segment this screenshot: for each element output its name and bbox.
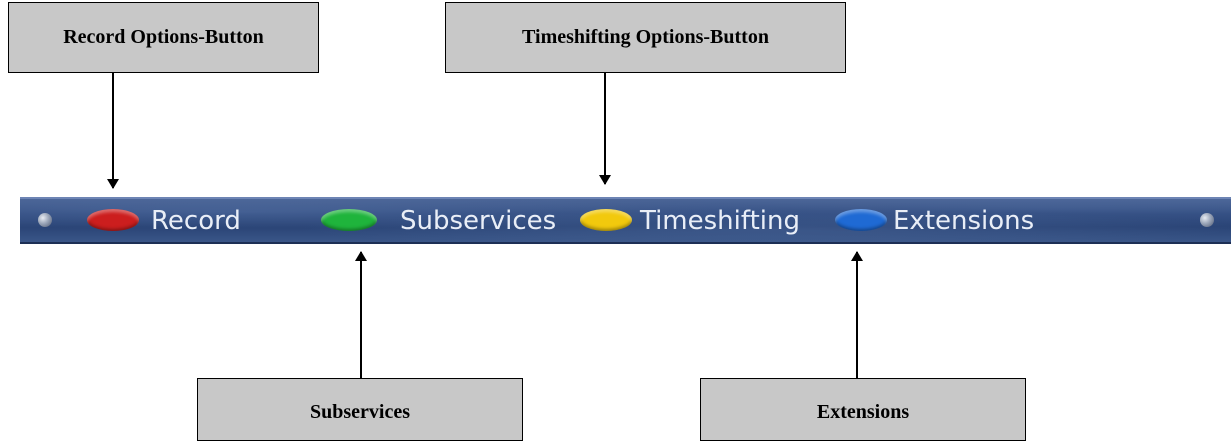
green-button-icon[interactable] (321, 209, 377, 231)
callout-record-options-label: Record Options-Button (63, 26, 264, 48)
callout-extensions: Extensions (700, 378, 1026, 441)
callout-extensions-label: Extensions (816, 401, 910, 423)
callout-subservices-label: Subservices (310, 401, 410, 423)
yellow-button-icon[interactable] (580, 209, 632, 231)
screw-icon (1200, 213, 1214, 227)
callout-timeshifting-options: Timeshifting Options-Button (445, 2, 846, 73)
timeshifting-label[interactable]: Timeshifting (640, 206, 800, 236)
record-label[interactable]: Record (151, 206, 241, 236)
callout-timeshifting-options-label: Timeshifting Options-Button (522, 26, 769, 48)
subservices-label[interactable]: Subservices (400, 206, 557, 236)
callout-record-options: Record Options-Button (8, 2, 319, 73)
blue-button-icon[interactable] (835, 209, 887, 231)
button-bar: Record Subservices Timeshifting Extensio… (20, 197, 1231, 244)
callout-subservices: Subservices (197, 378, 523, 441)
screw-icon (38, 213, 52, 227)
extensions-label[interactable]: Extensions (893, 206, 1035, 236)
red-button-icon[interactable] (87, 209, 139, 231)
